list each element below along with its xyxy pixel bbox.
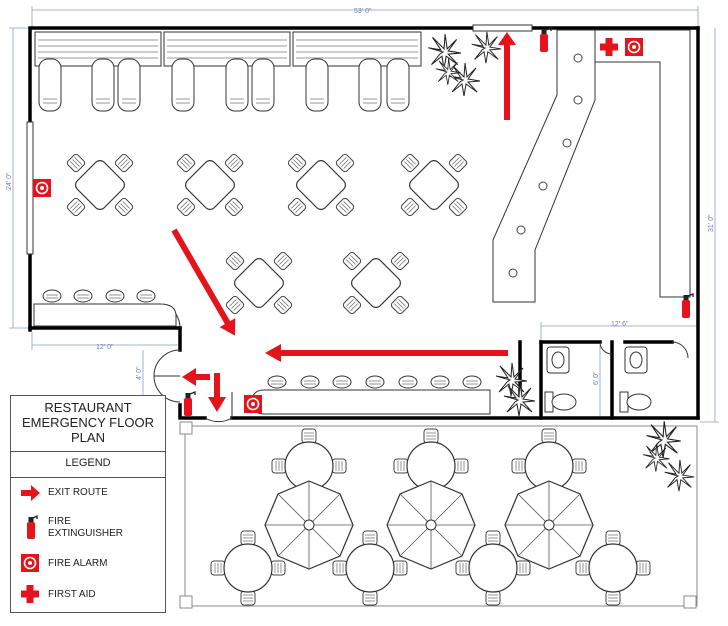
exit-arrow-icon bbox=[208, 373, 226, 412]
dining-height-label: 24' 0" bbox=[6, 172, 13, 190]
legend-item-exit-route: EXIT ROUTE bbox=[11, 480, 165, 506]
door-width-label: 4' 0" bbox=[136, 366, 143, 380]
fire-alarm-icon bbox=[624, 37, 644, 57]
exit-routes bbox=[171, 32, 516, 412]
legend-item-fire-extinguisher: FIRE EXTINGUISHER bbox=[11, 512, 165, 546]
exit-arrow-icon bbox=[171, 228, 236, 336]
fire-alarm-icon bbox=[243, 394, 263, 414]
patio-tables bbox=[211, 429, 650, 605]
dimension-labels: 53' 0" 24' 0" 31' 0" 12' 0" 12' 6" 6' 0"… bbox=[6, 8, 715, 385]
restroom-width-label: 12' 6" bbox=[611, 321, 629, 328]
first-aid-icon bbox=[21, 585, 39, 603]
fire-extinguisher-icon bbox=[539, 27, 552, 53]
plan-title: RESTAURANT EMERGENCY FLOOR PLAN bbox=[22, 400, 154, 445]
fire-alarm-icon bbox=[32, 178, 52, 198]
legend-label: FIRE EXTINGUISHER bbox=[48, 516, 124, 539]
legend-label: EXIT ROUTE bbox=[48, 487, 108, 498]
overall-height-label: 31' 0" bbox=[708, 214, 715, 232]
legend-divider bbox=[11, 477, 165, 478]
legend-label: FIRST AID bbox=[48, 589, 96, 600]
legend: RESTAURANT EMERGENCY FLOOR PLAN LEGEND E… bbox=[10, 395, 166, 613]
fire-extinguisher-icon bbox=[27, 514, 38, 539]
corner-counter bbox=[33, 289, 177, 327]
fire-alarm-icon bbox=[21, 554, 39, 572]
exit-arrow-icon bbox=[182, 368, 210, 386]
fire-extinguisher-icon bbox=[681, 293, 694, 319]
fire-extinguisher-icon bbox=[183, 391, 196, 417]
exit-arrow-icon bbox=[265, 344, 508, 362]
booths bbox=[34, 31, 422, 112]
legend-divider bbox=[11, 451, 165, 452]
patio bbox=[179, 421, 698, 609]
kitchen-counter bbox=[492, 29, 691, 303]
restrooms bbox=[544, 346, 652, 413]
overall-width-label: 53' 0" bbox=[354, 8, 372, 15]
exit-arrow-icon bbox=[21, 485, 40, 501]
dimension-lines bbox=[9, 6, 719, 423]
legend-item-fire-alarm: FIRE ALARM bbox=[11, 551, 165, 577]
legend-label: FIRE ALARM bbox=[48, 558, 108, 569]
bar-counter bbox=[251, 375, 491, 415]
legend-item-first-aid: FIRST AID bbox=[11, 582, 165, 608]
exit-arrow-icon bbox=[498, 32, 516, 120]
indoor-tables bbox=[66, 153, 468, 315]
restroom-depth-label: 6' 0" bbox=[593, 371, 600, 385]
corner-width-label: 12' 0" bbox=[96, 344, 114, 351]
legend-heading: LEGEND bbox=[65, 457, 111, 469]
